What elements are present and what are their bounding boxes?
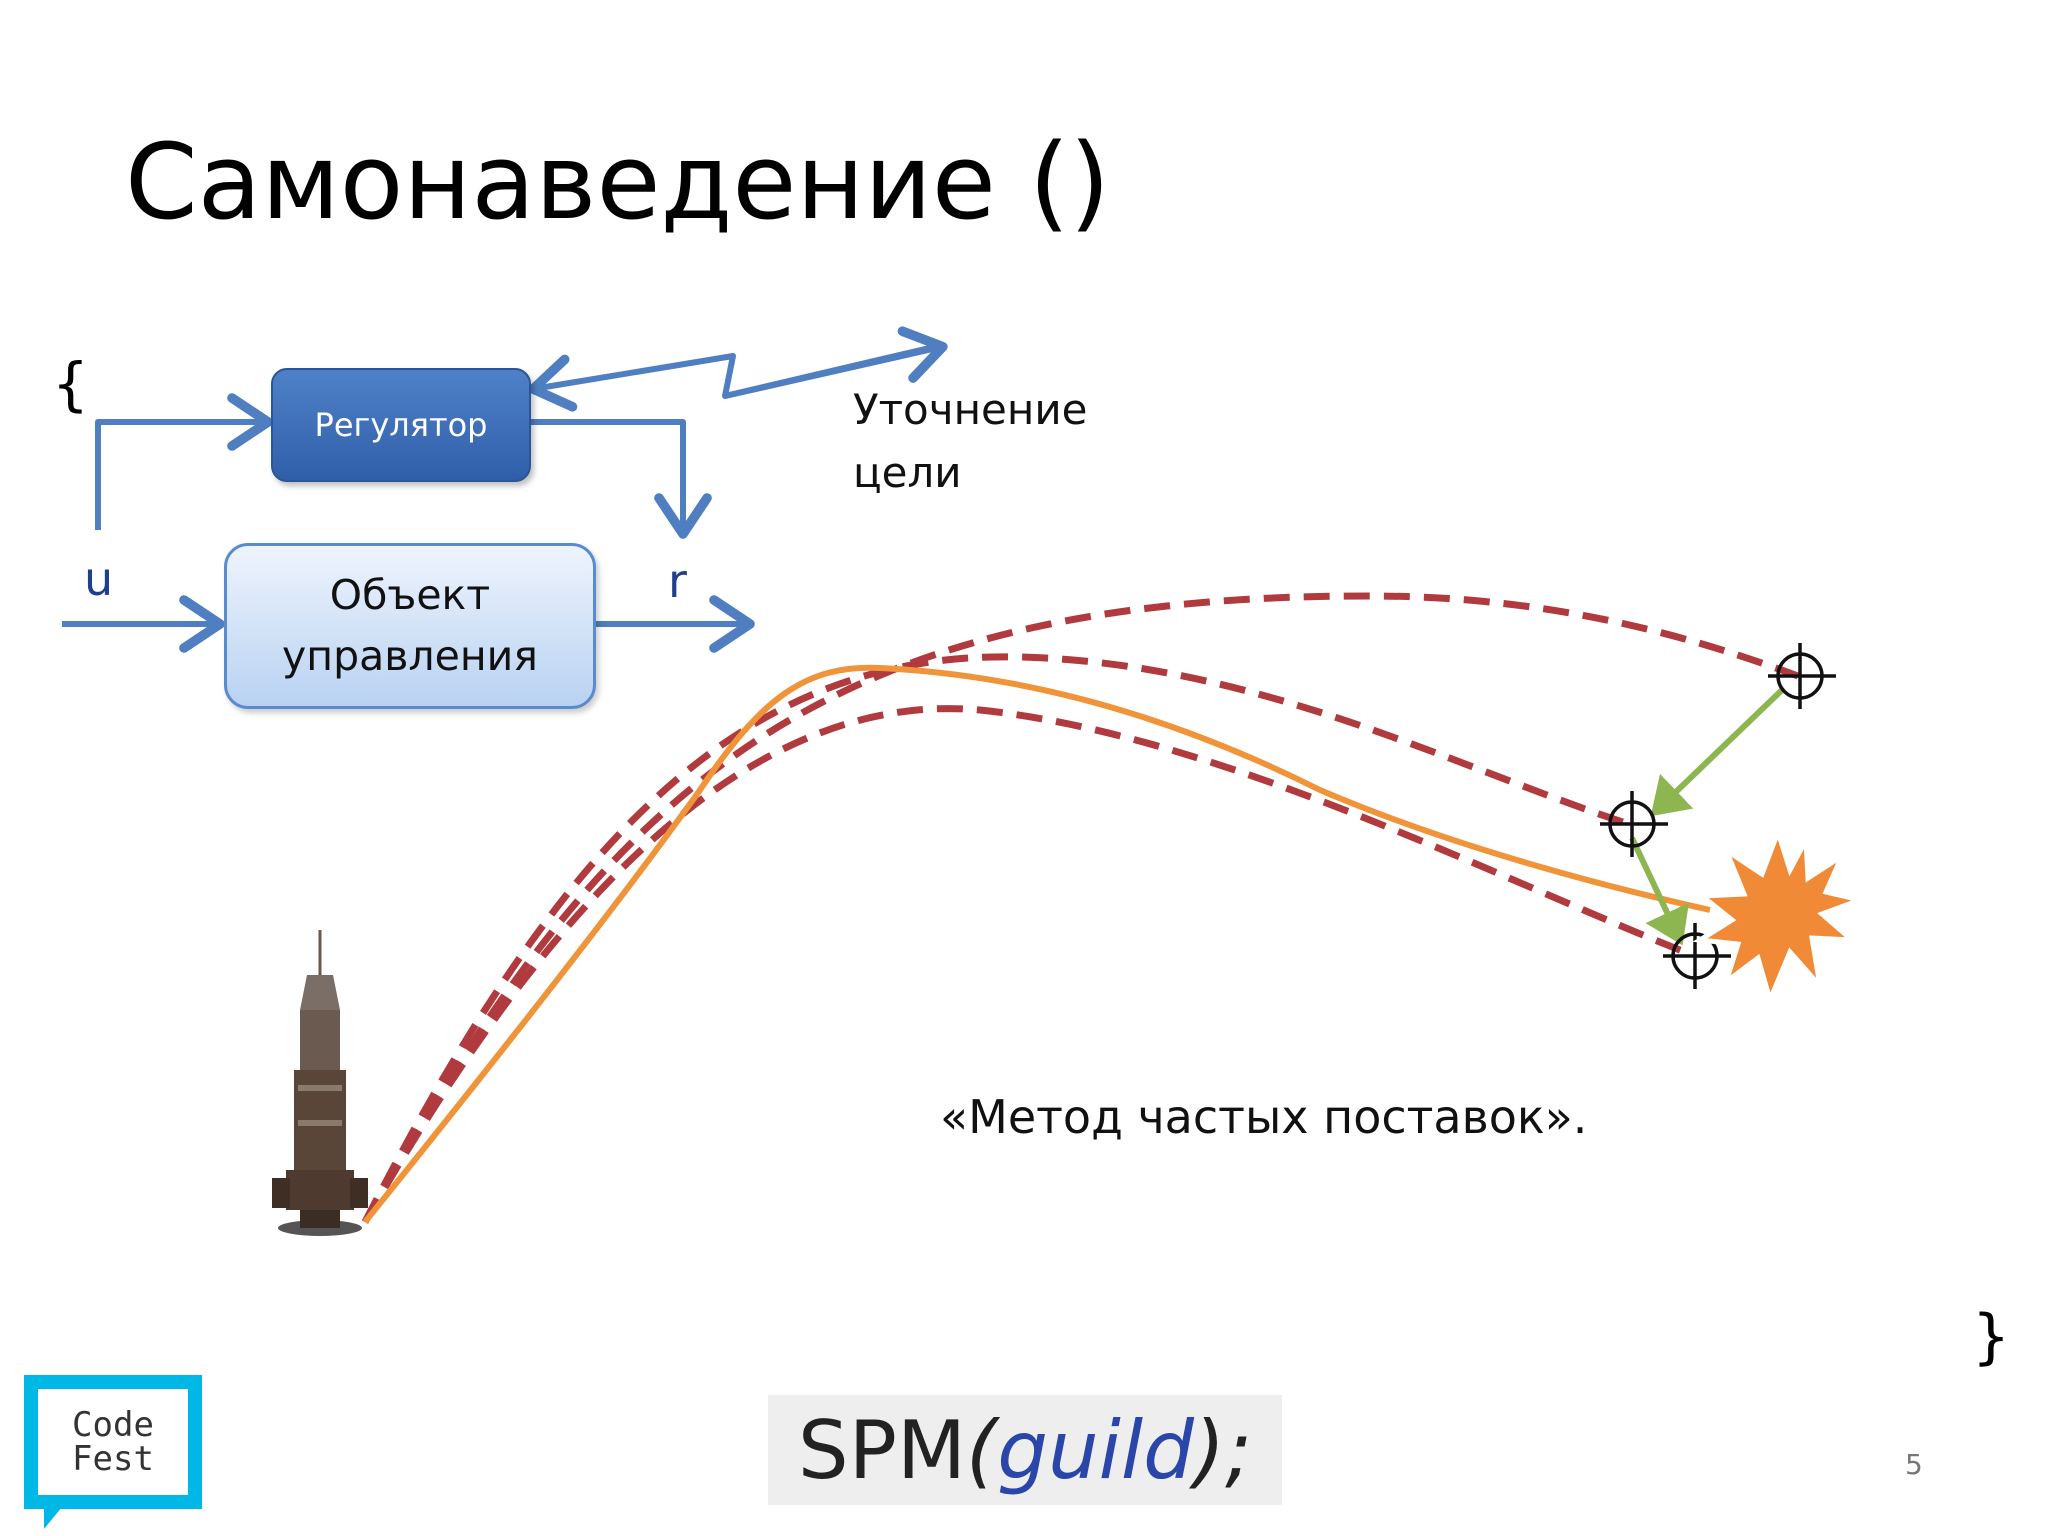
slide-title: Самонаведение () [125, 121, 1111, 243]
planned-trajectory-2 [361, 653, 1637, 1224]
actual-trajectory [362, 664, 1711, 1224]
target-crosshair-3 [1663, 923, 1731, 989]
target-crosshair-1 [1768, 643, 1836, 709]
page-number: 5 [1905, 1448, 1923, 1481]
spm-close: ); [1193, 1403, 1253, 1497]
planned-trajectories [361, 592, 1800, 1224]
correction-arrow-1 [1650, 687, 1785, 817]
regulator-to-output-arrow [527, 419, 712, 539]
closing-brace: } [1972, 1302, 2011, 1372]
codefest-line1: Code [72, 1405, 154, 1445]
explosion-icon [1692, 824, 1869, 1008]
refinement-label-line1: Уточнение [853, 385, 1088, 434]
regulator-block: Регулятор [271, 368, 531, 482]
opening-brace: { [52, 350, 89, 418]
plant-block: Объект управления [224, 543, 596, 709]
planned-trajectory-1 [361, 592, 1800, 1224]
planned-trajectory-3 [361, 705, 1692, 1224]
rocket-icon [272, 930, 368, 1236]
method-caption: «Метод частых поставок». [940, 1090, 1588, 1144]
input-variable-label: u [84, 552, 114, 606]
spm-prefix: SPM [797, 1403, 966, 1497]
refinement-label-line2: цели [853, 448, 962, 497]
codefest-speech-tail [44, 1507, 80, 1529]
output-variable-label: r [668, 554, 687, 608]
plant-label-line1: Объект [329, 570, 491, 619]
spm-guild-logo: SPM(guild); [768, 1395, 1282, 1505]
codefest-logo-text: Code Fest [38, 1389, 188, 1495]
correction-arrows [1629, 687, 1785, 946]
refinement-arrow-outward [724, 326, 948, 399]
codefest-logo: Code Fest [24, 1375, 202, 1529]
regulator-label: Регулятор [314, 406, 488, 444]
target-crosshair-2 [1600, 791, 1668, 857]
codefest-line2: Fest [72, 1439, 154, 1479]
spm-open-paren: ( [965, 1403, 998, 1497]
plant-label-line2: управления [282, 632, 538, 680]
input-to-regulator-arrow [95, 393, 273, 530]
spm-guild: guild [997, 1403, 1194, 1497]
correction-arrow-2 [1629, 836, 1689, 946]
